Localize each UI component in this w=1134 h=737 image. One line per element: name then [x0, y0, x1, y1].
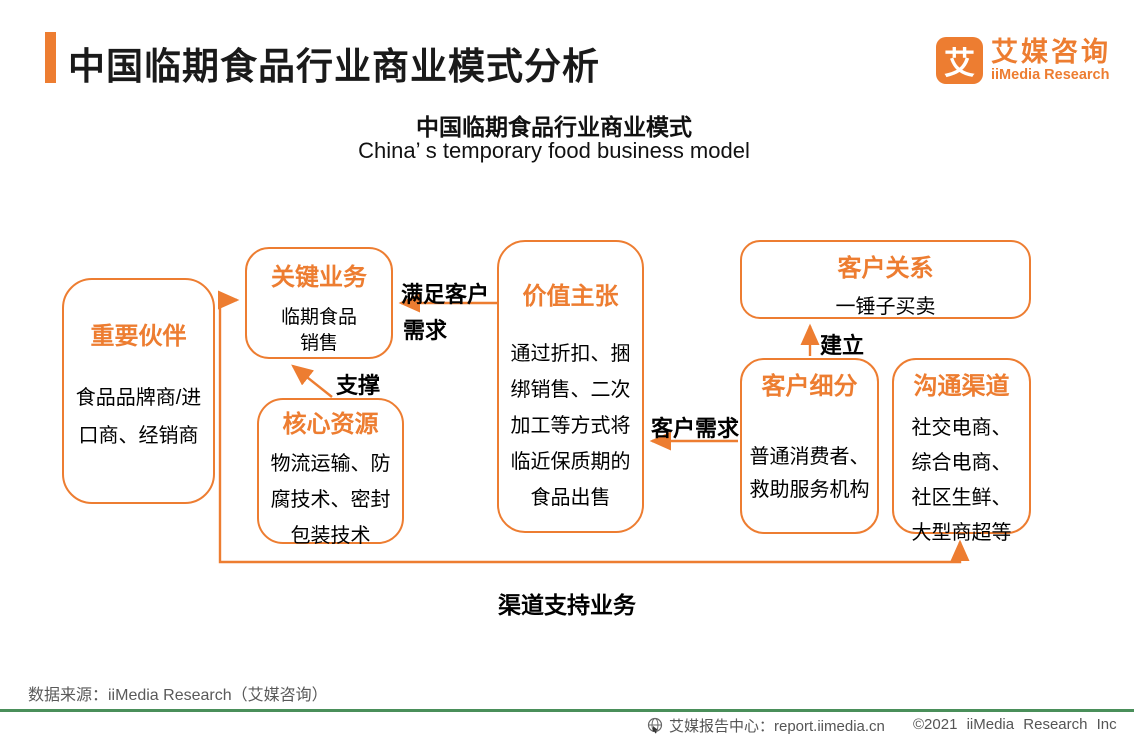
core-resources-box: 核心资源 物流运输、防 腐技术、密封 包装技术 [257, 398, 404, 547]
box-body-line: 食品品牌商/进 [75, 387, 202, 409]
box-body-line: 腐技术、密封 [270, 489, 391, 511]
key-activities-box-body: 临期食品 销售 [247, 305, 391, 357]
footer-report-center-text: 艾媒报告中心：report.iimedia.cn [669, 718, 885, 735]
customer-segments-box: 客户细分 普通消费者、 救助服务机构 [740, 358, 879, 534]
value-proposition-box-title: 价值主张 [522, 283, 619, 310]
title-accent-bar [45, 32, 56, 83]
box-body-line: 口商、经销商 [78, 425, 199, 447]
box-body-line: 临期食品 [280, 307, 357, 328]
globe-cursor-icon [647, 717, 663, 733]
customer-relations-box: 客户关系 一锤子买卖 [740, 240, 1031, 319]
key-activities-box-title: 关键业务 [271, 264, 367, 291]
channel-support-label: 渠道支持业务 [498, 592, 636, 618]
key-activities-box: 关键业务 临期食品 销售 [245, 247, 393, 359]
box-body-line: 包装技术 [290, 525, 371, 547]
diagram-subtitle-cn: 中国临期食品行业商业模式 [416, 114, 692, 140]
box-body-line: 救助服务机构 [749, 479, 870, 501]
box-body-line: 综合电商、 [911, 452, 1012, 474]
box-body-line: 加工等方式将 [510, 415, 631, 437]
partners-box-title: 重要伙伴 [90, 323, 187, 350]
box-body-line: 临近保质期的 [510, 451, 631, 473]
channels-box-body: 社交电商、 综合电商、 社区生鲜、 大型商超等 [894, 411, 1029, 551]
iimedia-logo: 艾 艾媒咨询 iiMedia Research [936, 37, 1111, 84]
satisfy-customer-label-line1: 满足客户 [401, 282, 490, 307]
box-body-line: 物流运输、防 [270, 453, 391, 475]
channels-box: 沟通渠道 社交电商、 综合电商、 社区生鲜、 大型商超等 [892, 358, 1031, 544]
box-body-line: 销售 [299, 333, 338, 354]
partners-box: 重要伙伴 食品品牌商/进 口商、经销商 [62, 278, 215, 504]
customer-demand-label: 客户需求 [651, 416, 740, 441]
channels-box-title: 沟通渠道 [913, 373, 1010, 400]
core-resources-box-title: 核心资源 [282, 411, 379, 438]
box-body-line: 通过折扣、捆 [510, 343, 631, 365]
support-label: 支撑 [336, 373, 381, 398]
box-body-line: 社交电商、 [911, 417, 1012, 439]
arrow-resources-to-key-activities [291, 364, 333, 398]
partners-box-body: 食品品牌商/进 口商、经销商 [64, 379, 213, 455]
box-body-line: 绑销售、二次 [510, 379, 631, 401]
data-source-note: 数据来源：iiMedia Research（艾媒咨询） [28, 687, 328, 704]
core-resources-box-body: 物流运输、防 腐技术、密封 包装技术 [259, 446, 402, 554]
box-body-line: 社区生鲜、 [911, 487, 1012, 509]
box-body-line: 一锤子买卖 [835, 296, 936, 318]
value-proposition-box: 价值主张 通过折扣、捆 绑销售、二次 加工等方式将 临近保质期的 食品出售 [497, 240, 644, 533]
footer-divider [0, 709, 1134, 712]
footer-report-center: 艾媒报告中心：report.iimedia.cn [646, 715, 885, 736]
customer-relations-box-body: 一锤子买卖 [742, 290, 1029, 319]
value-proposition-box-body: 通过折扣、捆 绑销售、二次 加工等方式将 临近保质期的 食品出售 [499, 336, 642, 516]
diagram-subtitle-en: China’ s temporary food business model [358, 138, 750, 163]
iimedia-logo-icon: 艾 [936, 37, 983, 84]
customer-segments-box-body: 普通消费者、 救助服务机构 [742, 441, 877, 507]
box-body-line: 普通消费者、 [749, 446, 870, 468]
customer-relations-box-title: 客户关系 [837, 255, 934, 282]
logo-brand-cn: 艾媒咨询 [991, 37, 1111, 67]
iimedia-logo-text: 艾媒咨询 iiMedia Research [991, 37, 1111, 83]
box-body-line: 大型商超等 [911, 522, 1012, 544]
establish-label: 建立 [820, 333, 865, 358]
satisfy-customer-label-line2: 需求 [403, 318, 448, 343]
page-title: 中国临期食品行业商业模式分析 [68, 46, 600, 87]
footer-copyright: ©2021 iiMedia Research Inc [913, 716, 1117, 733]
logo-brand-en: iiMedia Research [991, 67, 1110, 83]
box-body-line: 食品出售 [530, 487, 611, 509]
customer-segments-box-title: 客户细分 [761, 373, 858, 400]
